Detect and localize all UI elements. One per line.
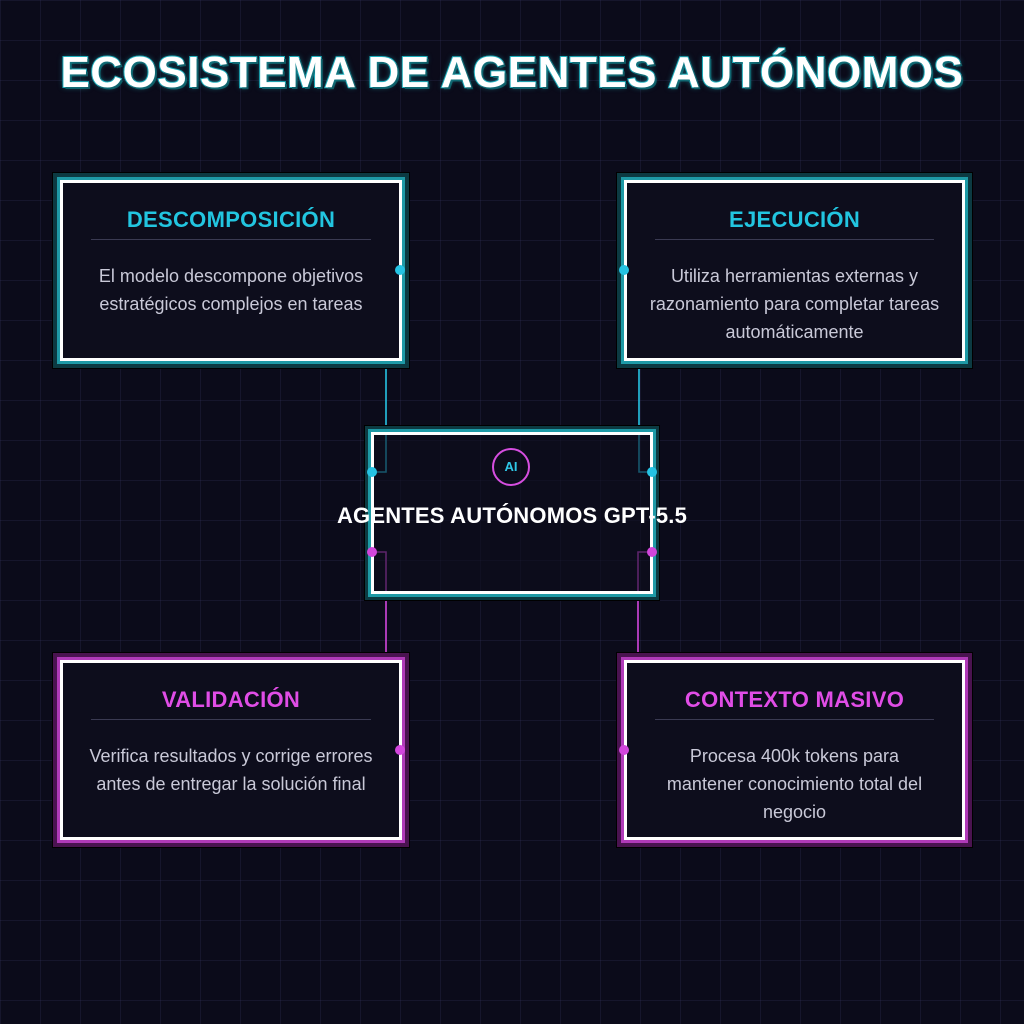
card-ejecucion: EJECUCIÓN Utiliza herramientas externas … (624, 180, 965, 361)
card-title: DESCOMPOSICIÓN (91, 207, 371, 240)
card-contexto-masivo: CONTEXTO MASIVO Procesa 400k tokens para… (624, 660, 965, 840)
ai-icon: AI (492, 448, 530, 486)
card-description: El modelo descompone objetivos estratégi… (98, 266, 364, 314)
card-description: Verifica resultados y corrige errores an… (89, 746, 373, 794)
card-description: Procesa 400k tokens para mantener conoci… (666, 746, 923, 822)
card-title: CONTEXTO MASIVO (655, 687, 934, 720)
card-descomposicion: DESCOMPOSICIÓN El modelo descompone obje… (60, 180, 402, 361)
card-title: EJECUCIÓN (655, 207, 934, 240)
central-hub-label: AGENTES AUTÓNOMOS GPT-5.5 (336, 503, 688, 528)
card-description: Utiliza herramientas externas y razonami… (649, 266, 940, 342)
card-title: VALIDACIÓN (91, 687, 371, 720)
card-validacion: VALIDACIÓN Verifica resultados y corrige… (60, 660, 402, 840)
page-title: ECOSISTEMA DE AGENTES AUTÓNOMOS (60, 47, 964, 98)
